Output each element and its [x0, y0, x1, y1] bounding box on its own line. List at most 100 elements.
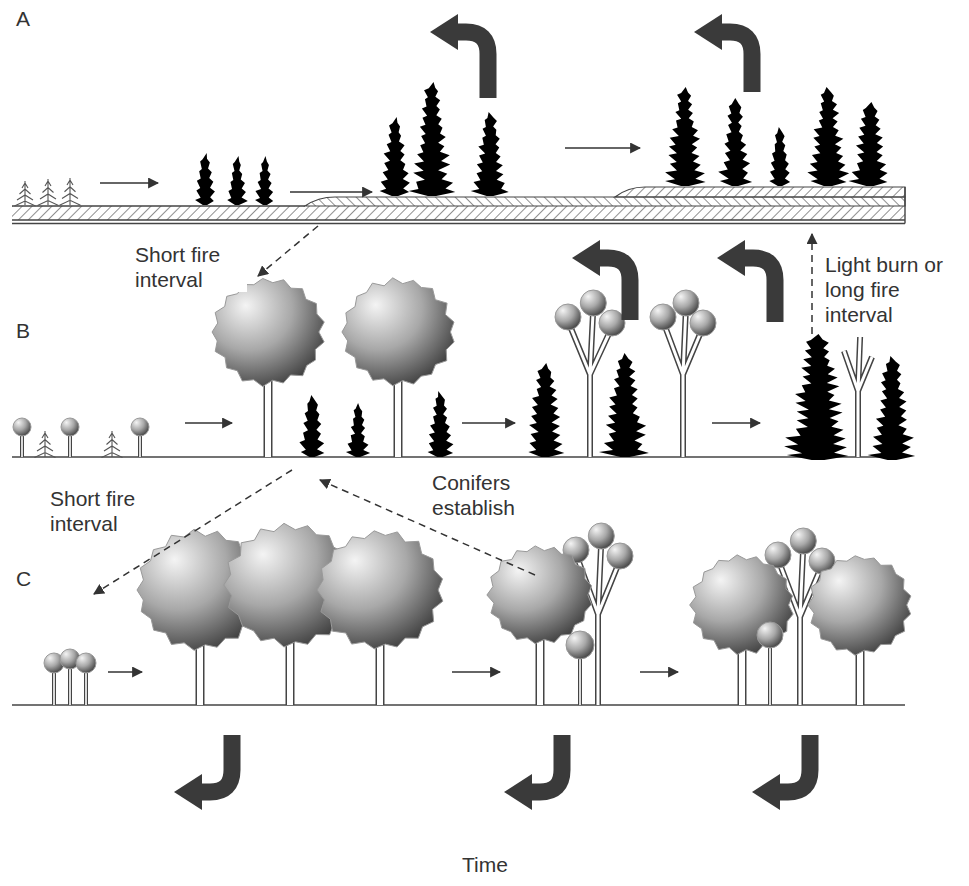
fire-arrow: [744, 258, 775, 322]
conifer-tree: [227, 156, 248, 205]
sapling-crown: [757, 622, 783, 648]
conifer-tree: [868, 356, 916, 460]
time-arrow: [712, 422, 760, 424]
time-arrow: [565, 147, 640, 149]
transition-arrow: [258, 226, 318, 276]
conifer-tree: [428, 391, 454, 457]
deciduous-crown: [808, 556, 911, 656]
fire-arrow: [201, 735, 232, 792]
conifer-tree: [380, 117, 410, 196]
aspen-crown: [588, 523, 614, 549]
fire-arrow: [779, 735, 810, 792]
conifer-tree: [769, 127, 790, 186]
ground-line: [12, 187, 905, 224]
arrows-layer: [94, 14, 812, 810]
conifer-tree: [528, 363, 564, 457]
time-arrow: [462, 422, 515, 424]
sapling-crown: [13, 418, 31, 436]
seedling-conifer: [102, 431, 123, 458]
tree-trunk: [52, 673, 56, 705]
tree-trunk: [68, 436, 72, 457]
aspen-crown: [599, 310, 625, 336]
soil-layer: [305, 197, 905, 206]
time-arrow: [452, 671, 500, 673]
conifer-tree: [599, 353, 649, 457]
fire-arrow: [599, 258, 630, 320]
tree-trunk: [844, 337, 872, 457]
transition-label: Short fire interval: [133, 242, 247, 292]
tree-trunk: [768, 648, 772, 705]
trees-layer: [13, 82, 915, 705]
transition-label: Light burn or long fire interval: [823, 252, 965, 328]
conifer-tree: [784, 334, 848, 460]
fire-arrowhead: [174, 774, 202, 810]
tree-trunk: [85, 673, 87, 705]
axis-label: Time: [460, 852, 510, 877]
conifer-tree: [409, 82, 456, 196]
sapling-crown: [76, 653, 96, 673]
conifer-tree: [471, 112, 509, 196]
tree-trunk: [69, 436, 71, 457]
seedling-conifer: [35, 431, 56, 458]
deciduous-crown: [690, 555, 793, 655]
aspen-crown: [650, 304, 676, 330]
aspen-crown: [555, 304, 581, 330]
conifer-tree: [665, 87, 706, 186]
soil-layer: [615, 187, 905, 197]
conifer-tree: [346, 403, 370, 457]
deciduous-crown: [212, 278, 324, 386]
seedling-conifer: [15, 181, 36, 206]
tree-trunk: [769, 648, 771, 705]
ground-line: [12, 456, 905, 458]
seedling-conifer: [38, 179, 59, 206]
time-arrow: [185, 422, 232, 424]
tree-trunk: [68, 669, 72, 705]
fire-arrowhead: [694, 14, 722, 50]
fire-arrowhead: [717, 240, 745, 276]
fire-arrow: [457, 32, 488, 98]
fire-arrow: [531, 735, 562, 792]
transition-label: Short fire interval: [48, 486, 162, 536]
sapling-crown: [566, 631, 594, 659]
time-arrow: [290, 191, 372, 193]
tree-trunk: [138, 436, 142, 457]
tree-trunk: [20, 436, 24, 457]
aspen-crown: [607, 543, 633, 569]
ground-layer: [12, 187, 905, 705]
panel-letter: C: [14, 566, 33, 591]
time-arrow: [100, 182, 158, 184]
fire-arrowhead: [504, 774, 532, 810]
fire-arrowhead: [430, 14, 458, 50]
sapling-crown: [131, 418, 149, 436]
sapling-crown: [61, 418, 79, 436]
conifer-tree: [807, 87, 849, 186]
panel-letter: A: [14, 6, 32, 31]
aspen-crown: [765, 542, 791, 568]
time-arrow: [108, 671, 142, 673]
deciduous-crown: [487, 546, 592, 644]
tree-trunk: [69, 669, 71, 705]
conifer-tree: [255, 156, 273, 205]
tree-trunk: [84, 673, 88, 705]
soil-band: [12, 206, 905, 220]
transition-label: Conifers establish: [430, 470, 544, 520]
aspen-crown: [580, 290, 606, 316]
conifer-tree: [195, 153, 215, 205]
time-arrow: [640, 671, 678, 673]
seedling-conifer: [60, 178, 81, 205]
tree-trunk: [844, 337, 872, 457]
fire-arrow: [721, 32, 752, 92]
fire-arrowhead: [752, 774, 780, 810]
deciduous-crown: [342, 278, 454, 386]
deciduous-crown: [317, 531, 443, 649]
tree-trunk: [21, 436, 23, 457]
tree-trunk: [139, 436, 141, 457]
conifer-tree: [848, 102, 887, 186]
tree-trunk: [579, 659, 581, 705]
aspen-crown: [790, 528, 816, 554]
conifer-tree: [299, 395, 324, 457]
transition-arrow: [811, 234, 813, 334]
conifer-tree: [718, 98, 752, 186]
tree-trunk: [578, 659, 582, 705]
